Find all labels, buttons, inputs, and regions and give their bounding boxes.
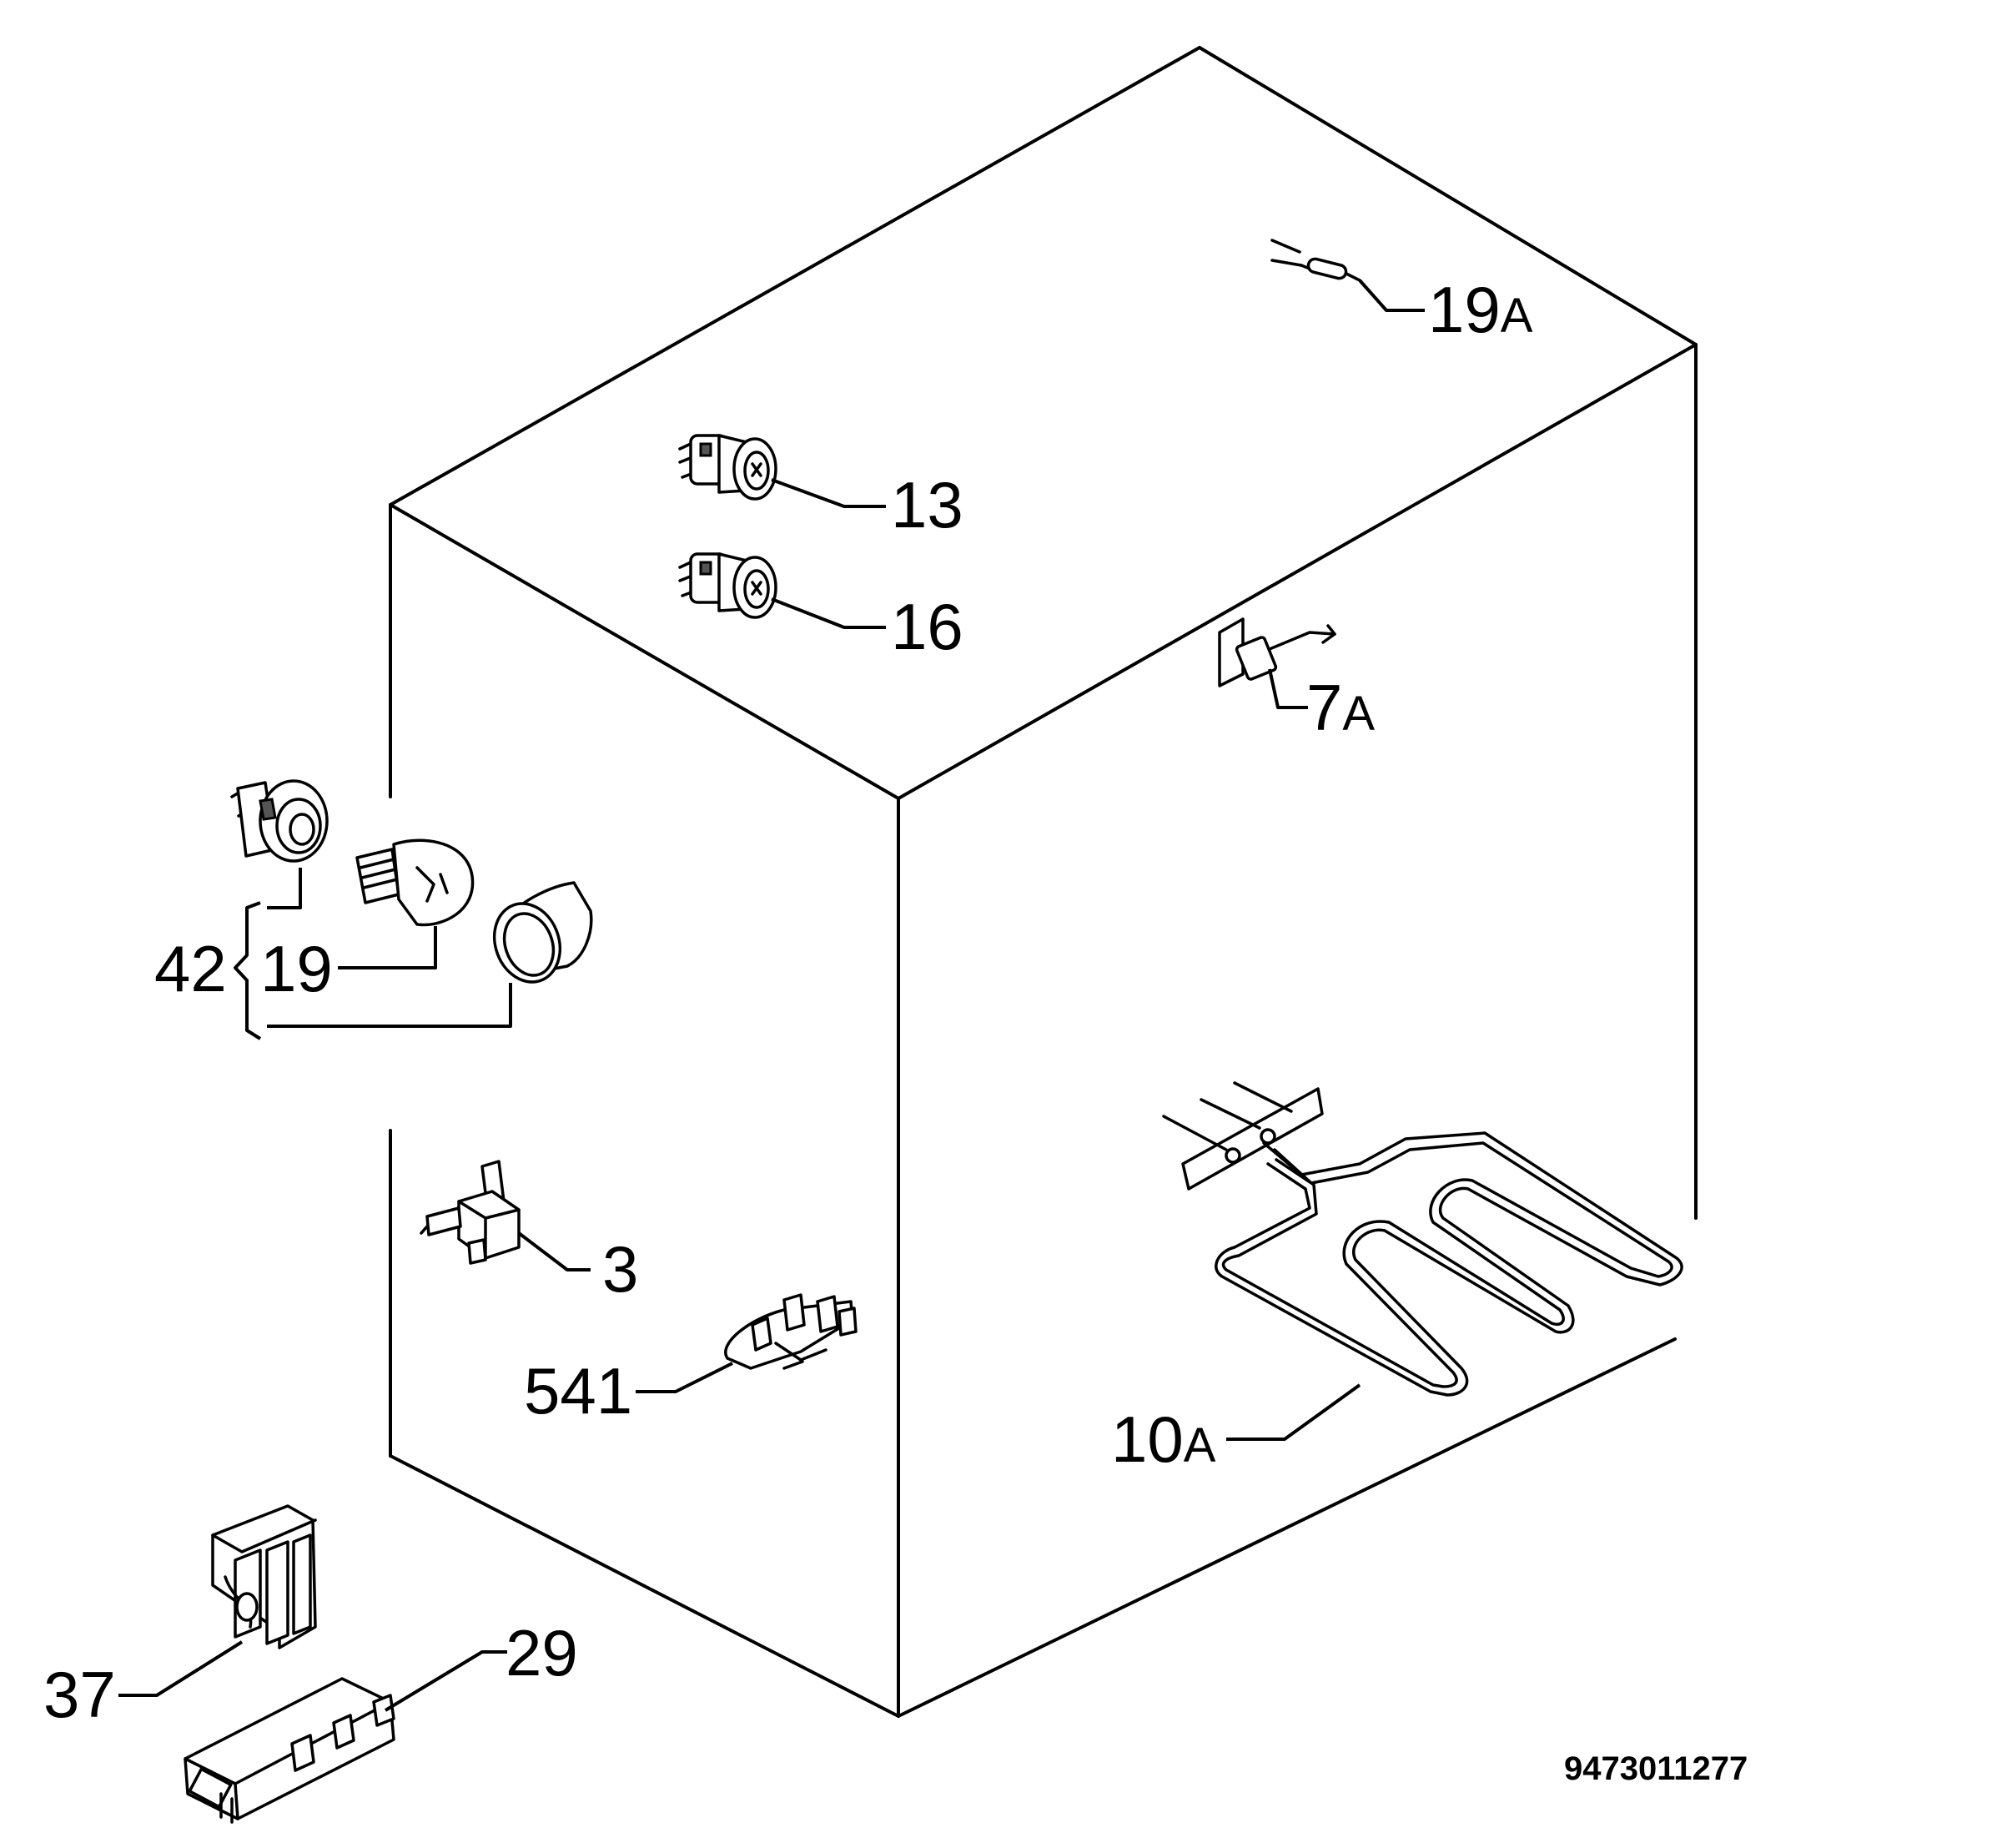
thermal-fuse-icon	[1270, 239, 1361, 282]
leader-37	[118, 1640, 244, 1697]
leader-19A	[1358, 279, 1425, 312]
connector-block-icon	[211, 1504, 317, 1649]
lamp-holder-icon	[230, 779, 329, 863]
document-number: 9473011277	[1564, 1750, 1748, 1787]
callout-42: 42	[154, 932, 227, 1005]
leader-29	[384, 1650, 507, 1712]
leader-19	[338, 926, 437, 969]
callout-10A: 10A	[1111, 1402, 1216, 1476]
bracket-42	[234, 901, 262, 1040]
callout-541: 541	[524, 1354, 632, 1428]
lamp-bulb-icon	[355, 838, 475, 927]
leader-16	[771, 597, 886, 629]
leader-10A	[1226, 1383, 1361, 1441]
heating-element-icon	[1162, 1081, 1683, 1397]
leader-42-holder	[267, 868, 302, 909]
callout-7A: 7A	[1306, 671, 1375, 744]
callout-37: 37	[43, 1658, 116, 1731]
leader-13	[771, 478, 886, 508]
leader-7A	[1268, 668, 1308, 709]
lamp-cover-icon	[492, 881, 593, 984]
leader-541	[636, 1362, 733, 1393]
thermostat-icon	[420, 1160, 521, 1265]
rotary-switch-icon	[678, 434, 777, 501]
rotary-switch-icon	[678, 552, 777, 619]
micro-switch-icon	[1218, 617, 1336, 687]
callout-16: 16	[891, 590, 963, 663]
callout-19A: 19A	[1428, 273, 1533, 346]
ignition-generator-icon	[184, 1677, 395, 1824]
callout-29: 29	[506, 1616, 578, 1689]
leader-42-cover	[267, 983, 512, 1028]
callout-13: 13	[891, 468, 963, 541]
terminal-block-icon	[724, 1293, 858, 1370]
cabinet-outline	[389, 46, 1698, 1718]
callout-19: 19	[260, 932, 333, 1005]
leader-3	[517, 1231, 591, 1271]
callout-3: 3	[602, 1232, 638, 1306]
